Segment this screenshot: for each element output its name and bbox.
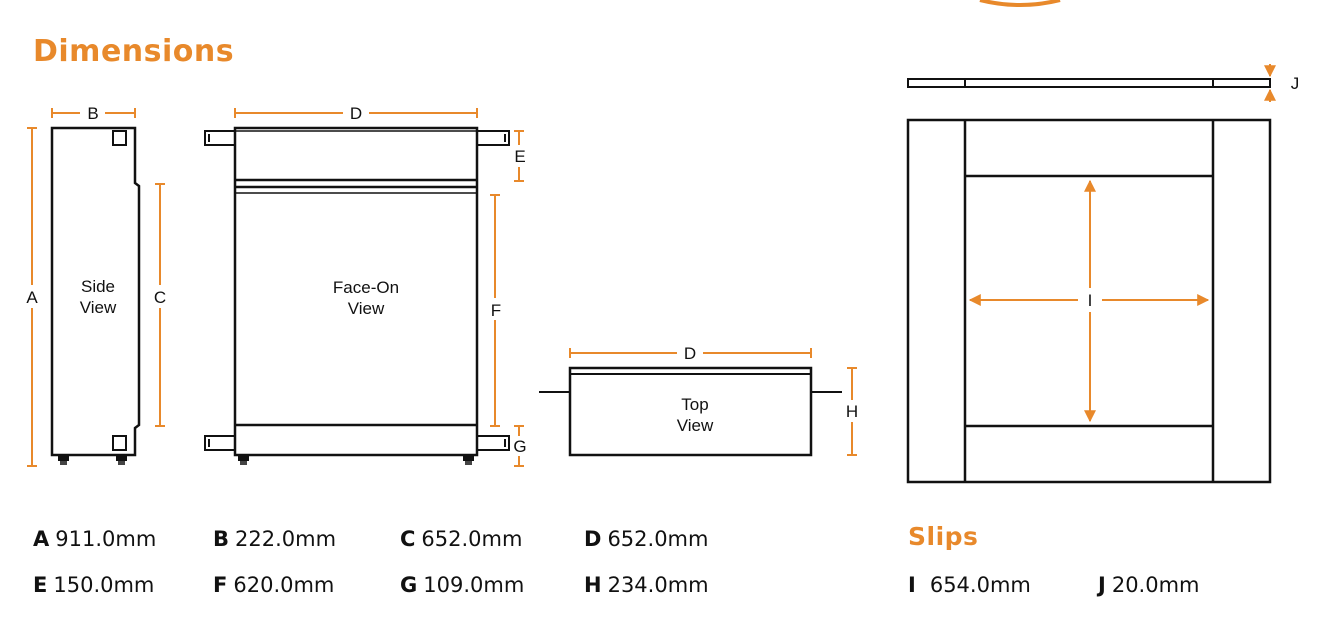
label-d-top: D xyxy=(684,344,696,363)
bracket-bottom-right xyxy=(476,435,510,451)
side-view-bracket-bottom xyxy=(112,435,127,451)
dimension-i xyxy=(968,179,1210,423)
dimension-b xyxy=(51,108,136,118)
bracket-top-right xyxy=(476,130,510,146)
dimension-a xyxy=(27,127,37,467)
top-view xyxy=(539,366,842,457)
bracket-bottom-left xyxy=(204,435,236,451)
side-view-foot-right xyxy=(116,455,127,461)
dimensions-title: Dimensions xyxy=(33,34,235,69)
bracket-top-left xyxy=(204,130,236,146)
label-e: E xyxy=(514,147,525,166)
label-h: H xyxy=(846,402,858,421)
dimension-f xyxy=(490,194,500,427)
label-c: C xyxy=(154,288,166,307)
face-on-foot-right xyxy=(463,455,474,461)
slip-top-strip xyxy=(907,78,1271,88)
decorative-arc xyxy=(979,0,1061,7)
face-on-outline xyxy=(233,126,479,457)
label-a: A xyxy=(26,288,38,307)
side-view xyxy=(50,126,141,465)
dimension-c xyxy=(155,183,165,427)
face-on-view xyxy=(204,126,510,465)
label-b: B xyxy=(87,104,98,123)
label-j: J xyxy=(1291,74,1300,93)
dimension-e xyxy=(514,130,524,182)
dimension-h xyxy=(847,367,857,456)
slips-title: Slips xyxy=(908,522,979,551)
face-on-foot-left xyxy=(238,455,249,461)
slip-frame xyxy=(906,118,1272,484)
side-view-outline xyxy=(50,126,141,457)
label-d-face: D xyxy=(350,104,362,123)
dimension-letters: A B C D E F G D H I J xyxy=(26,74,1299,456)
label-f: F xyxy=(491,301,501,320)
dimension-g xyxy=(514,425,524,467)
label-i: I xyxy=(1088,291,1093,310)
side-view-foot-left xyxy=(58,455,69,461)
dimension-d-face xyxy=(234,108,478,118)
side-view-bracket-top xyxy=(112,130,127,146)
dimension-d-top xyxy=(569,348,812,358)
label-g: G xyxy=(513,437,526,456)
top-view-outline xyxy=(568,366,813,457)
